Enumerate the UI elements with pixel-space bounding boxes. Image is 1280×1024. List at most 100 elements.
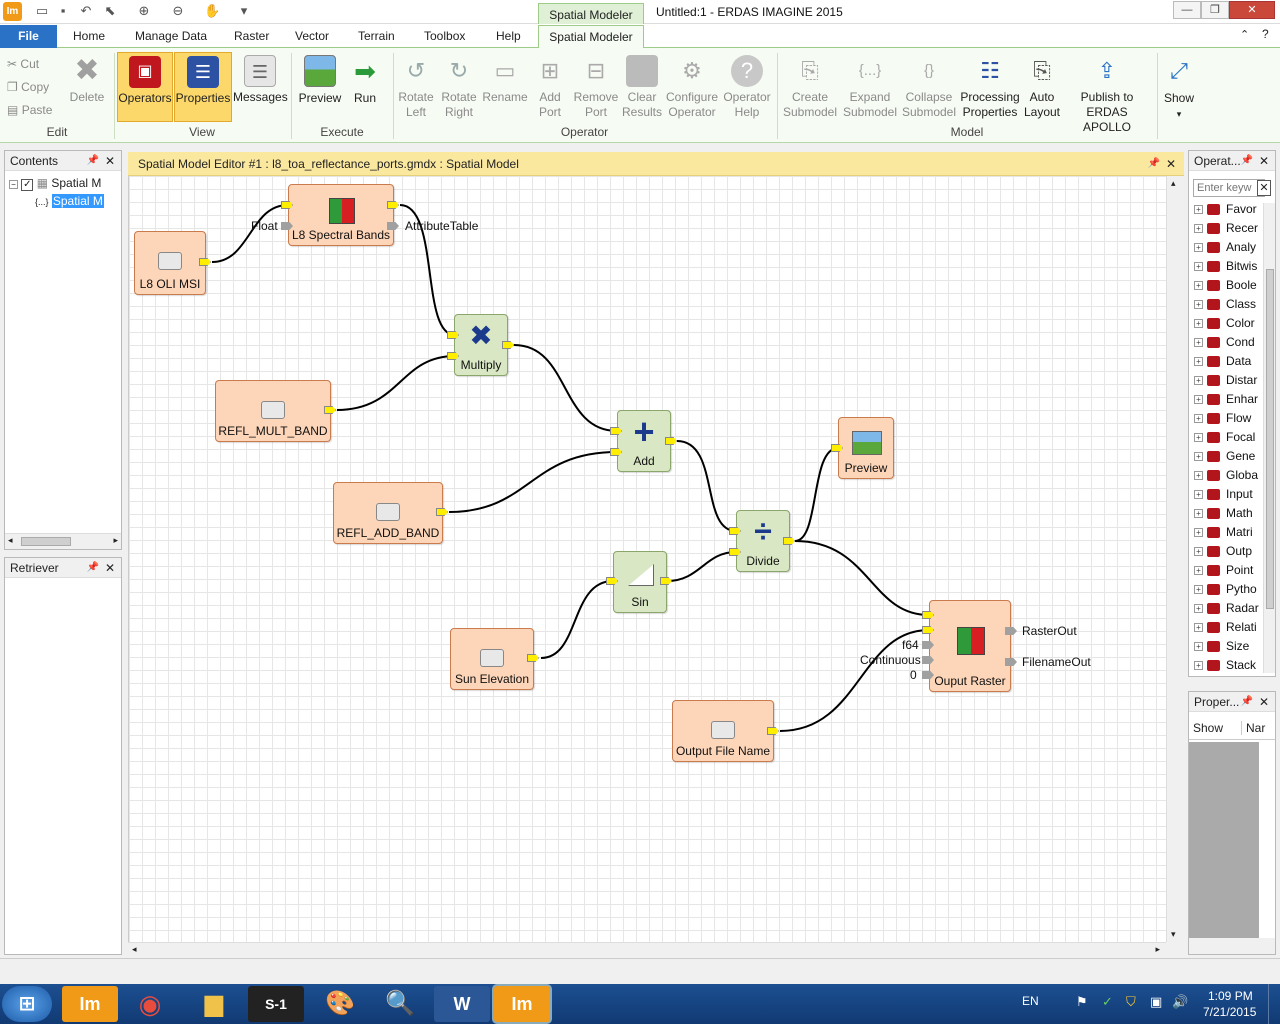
rename-button[interactable]: ▭Rename — [481, 52, 529, 105]
operator-category-item[interactable]: +Bitwis — [1194, 257, 1257, 276]
messages-button[interactable]: ☰Messages — [233, 52, 288, 105]
node-add[interactable]: +Add — [617, 410, 671, 472]
node-divide[interactable]: ÷Divide — [736, 510, 790, 572]
tree-collapse-icon[interactable]: − — [9, 180, 18, 189]
taskbar-chrome-icon[interactable]: ◉ — [138, 989, 162, 1019]
tab-spatial-modeler[interactable]: Spatial Modeler — [538, 25, 644, 49]
show-button[interactable]: ⤢Show▾ — [1160, 52, 1198, 122]
operator-category-item[interactable]: +Focal — [1194, 428, 1255, 447]
input-port[interactable] — [729, 527, 741, 535]
start-button[interactable]: ⊞ — [2, 986, 52, 1022]
zoom-in-icon[interactable]: ⊕ — [138, 3, 150, 18]
tab-file[interactable]: File — [0, 25, 57, 48]
scroll-right-icon[interactable]: ▸ — [113, 535, 118, 545]
tree-expand-icon[interactable]: + — [1194, 661, 1203, 671]
operators-vscroll[interactable] — [1263, 203, 1275, 673]
close-icon[interactable]: ✕ — [1165, 157, 1176, 171]
tab-raster[interactable]: Raster — [234, 29, 270, 43]
scroll-thumb[interactable] — [1266, 269, 1274, 609]
auto-layout-button[interactable]: ⎘Auto Layout — [1022, 52, 1062, 120]
tree-expand-icon[interactable]: + — [1194, 452, 1203, 462]
tray-flag-icon[interactable]: ⚑ — [1076, 994, 1088, 1009]
close-icon[interactable]: ✕ — [104, 154, 115, 168]
pin-icon[interactable]: 📌 — [86, 155, 99, 166]
output-port[interactable] — [387, 201, 399, 209]
tree-expand-icon[interactable]: + — [1194, 281, 1203, 291]
save-icon[interactable]: ▪ — [60, 3, 66, 18]
tree-expand-icon[interactable]: + — [1194, 300, 1203, 310]
close-button[interactable]: ✕ — [1229, 1, 1275, 19]
clock-time[interactable]: 1:09 PM — [1208, 989, 1253, 1003]
input-port[interactable] — [922, 626, 934, 634]
operator-category-item[interactable]: +Point — [1194, 561, 1253, 580]
configure-operator-button[interactable]: ⚙Configure Operator — [663, 52, 721, 120]
node-l8-oli-msi[interactable]: L8 OLI MSI — [134, 231, 206, 295]
minimize-button[interactable]: — — [1173, 1, 1201, 19]
rotate-left-button[interactable]: ↺Rotate Left — [395, 52, 437, 120]
tree-expand-icon[interactable]: + — [1194, 642, 1203, 652]
input-port[interactable] — [610, 427, 622, 435]
taskbar-snap-icon[interactable]: S-1 — [248, 986, 304, 1022]
scroll-right-icon[interactable]: ▸ — [1155, 944, 1160, 954]
input-port[interactable] — [281, 222, 293, 230]
tree-expand-icon[interactable]: + — [1194, 604, 1203, 614]
operator-category-item[interactable]: +Analy — [1194, 238, 1256, 257]
language-indicator[interactable]: EN — [1022, 994, 1039, 1008]
tray-network-icon[interactable]: ▣ — [1150, 994, 1163, 1009]
pin-icon[interactable]: 📌 — [1240, 696, 1253, 707]
output-port[interactable] — [387, 222, 399, 230]
tree-expand-icon[interactable]: + — [1194, 585, 1203, 595]
operator-category-item[interactable]: +Flow — [1194, 409, 1251, 428]
remove-port-button[interactable]: ⊟Remove Port — [571, 52, 621, 120]
scroll-left-icon[interactable]: ◂ — [132, 944, 137, 954]
operator-category-item[interactable]: +Input — [1194, 485, 1253, 504]
node-output-file-name[interactable]: Output File Name — [672, 700, 774, 762]
operator-category-item[interactable]: +Size — [1194, 637, 1249, 656]
node-multiply[interactable]: ✖Multiply — [454, 314, 508, 376]
input-port[interactable] — [610, 448, 622, 456]
undo-icon[interactable]: ↶ — [80, 3, 92, 18]
output-port[interactable] — [324, 406, 336, 414]
operator-category-item[interactable]: +Stack — [1194, 656, 1256, 675]
tree-expand-icon[interactable]: + — [1194, 262, 1203, 272]
pin-icon[interactable]: 📌 — [86, 562, 99, 573]
tree-expand-icon[interactable]: + — [1194, 357, 1203, 367]
operator-category-item[interactable]: +Enhar — [1194, 390, 1258, 409]
output-port[interactable] — [665, 437, 677, 445]
tree-expand-icon[interactable]: + — [1194, 224, 1203, 234]
output-port[interactable] — [1005, 658, 1017, 666]
operator-category-item[interactable]: +Distar — [1194, 371, 1257, 390]
operator-category-item[interactable]: +Matri — [1194, 523, 1253, 542]
contents-hscroll[interactable]: ◂▸ — [5, 533, 121, 549]
preview-button[interactable]: Preview — [296, 52, 344, 106]
tree-expand-icon[interactable]: + — [1194, 490, 1203, 500]
collapse-submodel-button[interactable]: {}Collapse Submodel — [900, 52, 958, 120]
open-icon[interactable]: ▭ — [35, 3, 49, 18]
tree-item-spatial-model[interactable]: − ✓ ▦ Spatial M — [9, 176, 101, 191]
scroll-left-icon[interactable]: ◂ — [8, 535, 13, 545]
tree-expand-icon[interactable]: + — [1194, 433, 1203, 443]
input-port[interactable] — [606, 577, 618, 585]
operator-search-input[interactable] — [1193, 179, 1265, 197]
output-port[interactable] — [527, 654, 539, 662]
tab-manage-data[interactable]: Manage Data — [135, 29, 208, 43]
expand-submodel-button[interactable]: {...}Expand Submodel — [841, 52, 899, 120]
output-port[interactable] — [767, 727, 779, 735]
node-output-raster[interactable]: Ouput Raster — [929, 600, 1011, 692]
tree-expand-icon[interactable]: + — [1194, 528, 1203, 538]
scroll-down-icon[interactable]: ▾ — [1171, 929, 1176, 939]
input-port[interactable] — [831, 444, 843, 452]
input-port[interactable] — [922, 656, 934, 664]
node-sun-elevation[interactable]: Sun Elevation — [450, 628, 534, 690]
taskbar-explorer-icon[interactable]: ▆ — [204, 990, 224, 1017]
input-port[interactable] — [922, 671, 934, 679]
tab-toolbox[interactable]: Toolbox — [424, 29, 466, 43]
pin-icon[interactable]: 📌 — [1147, 158, 1160, 169]
operator-category-item[interactable]: +Math — [1194, 504, 1253, 523]
input-port[interactable] — [922, 641, 934, 649]
operator-category-item[interactable]: +Favor — [1194, 200, 1257, 219]
taskbar-word-icon[interactable]: W — [434, 986, 490, 1022]
canvas-hscroll[interactable]: ◂▸ — [128, 942, 1166, 958]
operator-category-item[interactable]: +Color — [1194, 314, 1255, 333]
close-icon[interactable]: ✕ — [1258, 695, 1269, 709]
